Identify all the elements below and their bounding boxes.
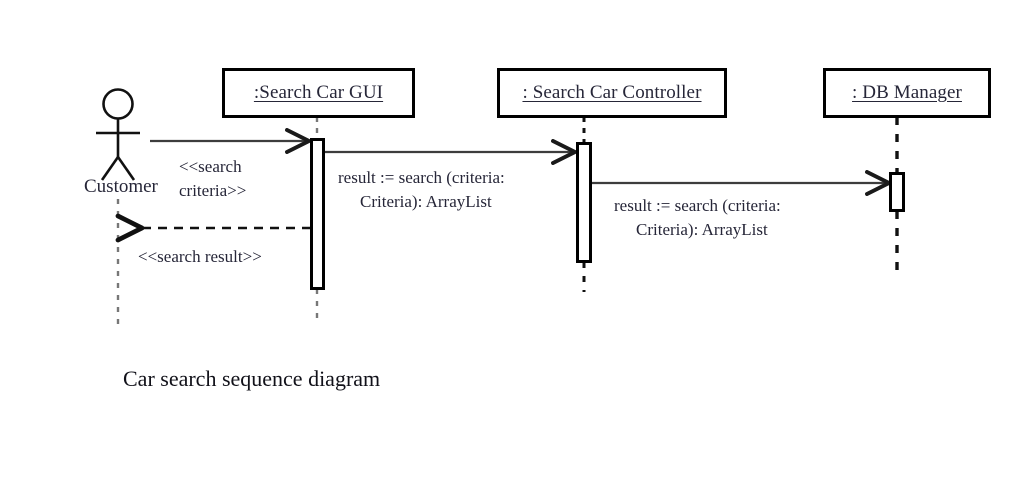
lifeline-title-search-car-gui: :Search Car GUI	[253, 82, 384, 103]
message-label-m3-line1: result := search (criteria:	[614, 196, 781, 215]
lifeline-header-db-manager[interactable]: : DB Manager	[823, 68, 991, 118]
diagram-caption: Car search sequence diagram	[123, 366, 381, 391]
lifeline-title-search-car-controller: : Search Car Controller	[522, 82, 702, 103]
actor-label-customer: Customer	[84, 176, 158, 197]
actor-customer-figure	[96, 88, 140, 181]
lifeline-header-search-car-gui[interactable]: :Search Car GUI	[222, 68, 415, 118]
message-label-m3-line2: Criteria): ArrayList	[636, 220, 768, 239]
message-label-m2-line2: Criteria): ArrayList	[360, 192, 492, 211]
activation-bar-search-car-gui[interactable]	[310, 138, 325, 290]
message-label-m2-line1: result := search (criteria:	[338, 168, 505, 187]
lifeline-title-db-manager: : DB Manager	[852, 82, 962, 103]
activation-bar-search-car-controller[interactable]	[576, 142, 592, 263]
message-label-m4: <<search result>>	[138, 247, 262, 266]
message-label-m1-line2: criteria>>	[179, 181, 247, 200]
lifeline-header-search-car-controller[interactable]: : Search Car Controller	[497, 68, 727, 118]
activation-bar-db-manager[interactable]	[889, 172, 905, 212]
message-label-m1-line1: <<search	[179, 157, 242, 176]
